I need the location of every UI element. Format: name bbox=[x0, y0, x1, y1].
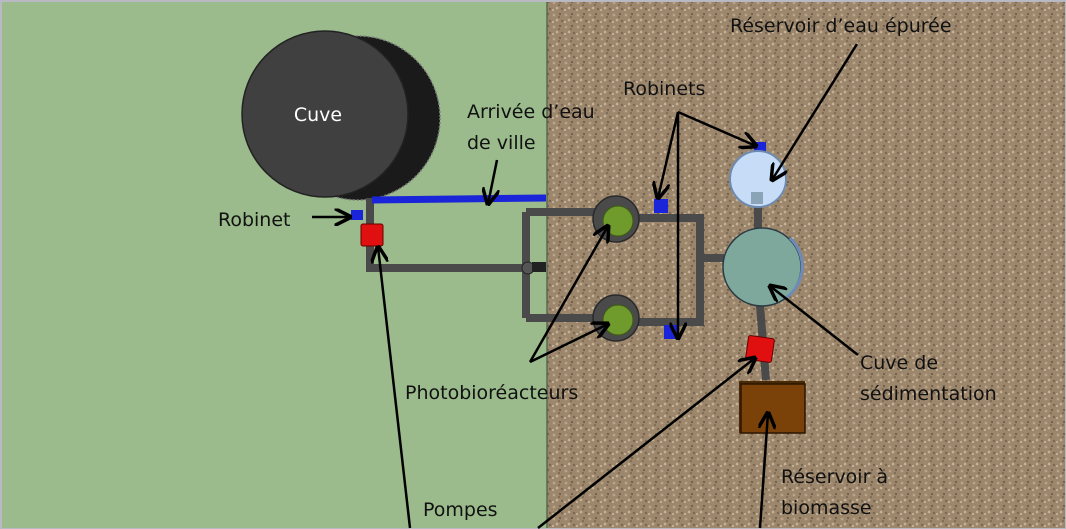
city-water-pipe bbox=[371, 194, 547, 204]
label-photobioreacteurs: Photobioréacteurs bbox=[405, 382, 578, 404]
sedimentation-tank bbox=[722, 227, 804, 307]
label-pompes: Pompes bbox=[423, 499, 498, 521]
arrow-reservoir-epuree bbox=[772, 43, 859, 180]
arrow-arrivee bbox=[488, 159, 497, 204]
arrow-photobio-2 bbox=[529, 324, 608, 364]
label-sedimentation-2: sédimentation bbox=[860, 383, 997, 405]
arrow-pompes-left bbox=[378, 247, 412, 529]
pipe-valve bbox=[532, 262, 546, 272]
tap-bottom-reactor bbox=[664, 325, 678, 339]
arrow-pompes-right bbox=[537, 358, 755, 529]
pipe-network bbox=[366, 198, 770, 381]
arrow-robinets-3 bbox=[677, 110, 756, 146]
biomass-reservoir bbox=[739, 381, 806, 434]
soil-zone bbox=[547, 2, 1065, 528]
label-biomasse-2: biomasse bbox=[781, 497, 872, 519]
label-robinet: Robinet bbox=[218, 209, 291, 231]
label-arrivee-1: Arrivée d’eau bbox=[467, 101, 595, 123]
arrow-sedimentation bbox=[770, 286, 859, 356]
annotation-arrows bbox=[312, 43, 859, 529]
photobioreactor-bottom bbox=[592, 294, 640, 342]
cuve-tank: Cuve bbox=[241, 30, 441, 201]
label-sedimentation-1: Cuve de bbox=[860, 352, 938, 374]
label-biomasse-1: Réservoir à bbox=[781, 466, 888, 488]
arrow-photobio-1 bbox=[528, 226, 608, 363]
label-reservoir-epuree: Réservoir d’eau épurée bbox=[730, 15, 952, 37]
tap-left bbox=[351, 210, 363, 220]
label-robinets: Robinets bbox=[623, 78, 705, 100]
arrow-robinets-1 bbox=[658, 111, 680, 198]
tap-top-reactor bbox=[654, 199, 668, 213]
label-arrivee-2: de ville bbox=[467, 132, 536, 154]
pump-right bbox=[745, 335, 775, 363]
photobioreactor-top bbox=[592, 195, 640, 243]
arrow-biomasse bbox=[760, 413, 768, 529]
cuve-label: Cuve bbox=[294, 104, 342, 126]
pump-left bbox=[360, 223, 384, 247]
clean-water-reservoir bbox=[729, 150, 787, 208]
